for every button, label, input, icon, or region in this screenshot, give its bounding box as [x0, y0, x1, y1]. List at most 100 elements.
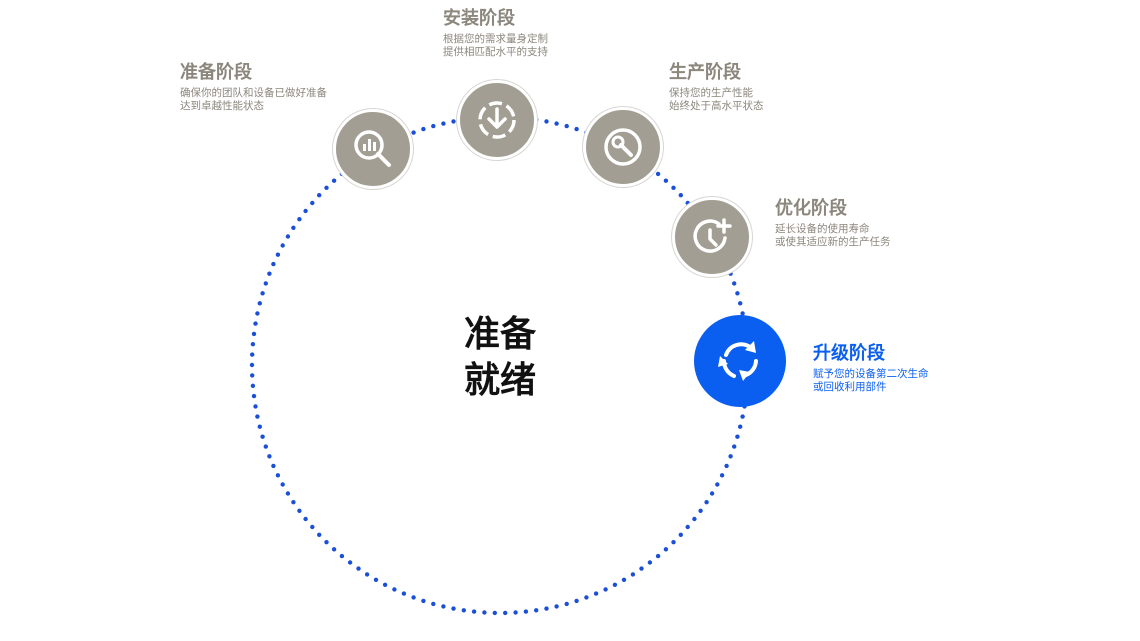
ring-dot	[271, 463, 276, 469]
ring-dot	[347, 560, 353, 565]
ring-dot	[544, 119, 549, 124]
ring-dot	[382, 582, 388, 587]
ring-dot	[250, 352, 255, 357]
ring-dot	[738, 424, 743, 429]
stage-title: 生产阶段	[669, 62, 741, 83]
ring-dot	[740, 311, 745, 316]
ring-dot	[715, 482, 720, 487]
stage-optimize-node[interactable]	[672, 197, 752, 277]
ring-dot	[738, 301, 743, 306]
ring-dot	[534, 608, 539, 613]
stage-title: 安装阶段	[443, 8, 515, 29]
ring-dot	[411, 595, 416, 600]
stage-produce-label: 生产阶段 保持您的生产性能 始终处于高水平状态	[669, 62, 764, 113]
ring-dot	[513, 610, 518, 615]
stage-upgrade-node[interactable]	[694, 315, 786, 407]
ring-dot	[317, 532, 322, 537]
stage-title: 升级阶段	[813, 343, 885, 364]
ring-dot	[482, 610, 487, 615]
ring-dot	[523, 609, 529, 614]
ring-dot	[280, 243, 285, 248]
ring-dot	[564, 123, 569, 129]
ring-dot	[356, 566, 361, 571]
stage-produce-node[interactable]	[583, 107, 663, 187]
ring-dot	[373, 577, 379, 582]
ring-dot	[621, 577, 627, 582]
ring-dot	[260, 434, 265, 439]
ring-dot	[401, 591, 407, 596]
ring-dot	[271, 261, 276, 267]
ring-dot	[331, 178, 337, 183]
stage-title: 准备阶段	[180, 62, 252, 83]
stage-desc: 或使其适应新的生产任务	[775, 236, 891, 248]
ring-dot	[250, 342, 256, 347]
ring-dot	[735, 434, 740, 439]
ring-dot	[253, 404, 258, 409]
ring-dot	[251, 331, 257, 337]
ring-dot	[663, 178, 669, 183]
ring-dot	[275, 252, 281, 257]
ring-dot	[554, 604, 559, 609]
ring-dot	[251, 393, 257, 399]
ring-dot	[339, 553, 345, 559]
ring-dot	[255, 414, 260, 419]
download-circle-icon	[478, 101, 516, 139]
ring-dot	[280, 482, 285, 487]
clock-plus-icon	[693, 218, 732, 253]
ring-dot	[303, 516, 308, 522]
ring-dot	[732, 444, 737, 449]
wrench-icon	[604, 128, 642, 166]
stage-prepare-label: 准备阶段 确保你的团队和设备已做好准备 达到卓越性能状态	[180, 62, 327, 113]
ring-dot	[564, 601, 569, 607]
ring-dot	[728, 454, 733, 459]
stage-install-label: 安装阶段 根据您的需求量身定制 提供相匹配水平的支持	[443, 8, 548, 59]
ring-dot	[554, 121, 559, 126]
ring-dot	[250, 383, 256, 388]
ring-dot	[263, 444, 268, 449]
ring-dot	[719, 473, 725, 478]
ring-dot	[461, 608, 466, 613]
stage-desc: 确保你的团队和设备已做好准备	[180, 87, 327, 99]
ring-dot	[671, 185, 676, 190]
ring-dot	[297, 217, 302, 222]
refresh-arrows-icon	[718, 341, 758, 381]
stage-optimize-label: 优化阶段 延长设备的使用寿命 或使其适应新的生产任务	[775, 198, 891, 249]
ring-dot	[639, 566, 644, 571]
ring-dot	[603, 587, 608, 592]
ring-dot	[709, 491, 715, 496]
ring-dot	[285, 234, 291, 239]
ring-dot	[324, 540, 329, 545]
stage-prepare-node[interactable]	[333, 109, 413, 189]
ring-dot	[671, 540, 676, 545]
center-line-1: 准备	[463, 314, 536, 355]
ring-dot	[253, 321, 258, 326]
ring-dot	[441, 604, 446, 609]
ring-dot	[421, 126, 426, 132]
stage-install-node[interactable]	[457, 80, 537, 160]
ring-dot	[364, 572, 370, 577]
ring-dot	[732, 281, 737, 286]
ring-dot	[392, 587, 397, 592]
ring-dot	[331, 547, 337, 552]
ring-dot	[263, 281, 268, 286]
ring-dot	[267, 454, 272, 459]
ring-dot	[724, 463, 729, 469]
ring-dot	[249, 362, 255, 368]
ring-dot	[471, 609, 477, 614]
stage-title: 优化阶段	[775, 198, 847, 219]
ring-dot	[544, 606, 549, 611]
stage-desc: 根据您的需求量身定制	[443, 33, 548, 45]
ring-dot	[303, 208, 308, 214]
ring-dot	[704, 500, 709, 505]
ring-dot	[492, 610, 497, 616]
ring-dot	[692, 516, 697, 522]
stage-desc: 达到卓越性能状态	[180, 100, 264, 112]
ring-dot	[431, 601, 436, 607]
ring-dot	[421, 598, 426, 604]
ring-dot	[574, 598, 579, 604]
ring-dot	[655, 171, 661, 177]
ring-dot	[655, 553, 661, 559]
center-line-2: 就绪	[463, 360, 536, 401]
